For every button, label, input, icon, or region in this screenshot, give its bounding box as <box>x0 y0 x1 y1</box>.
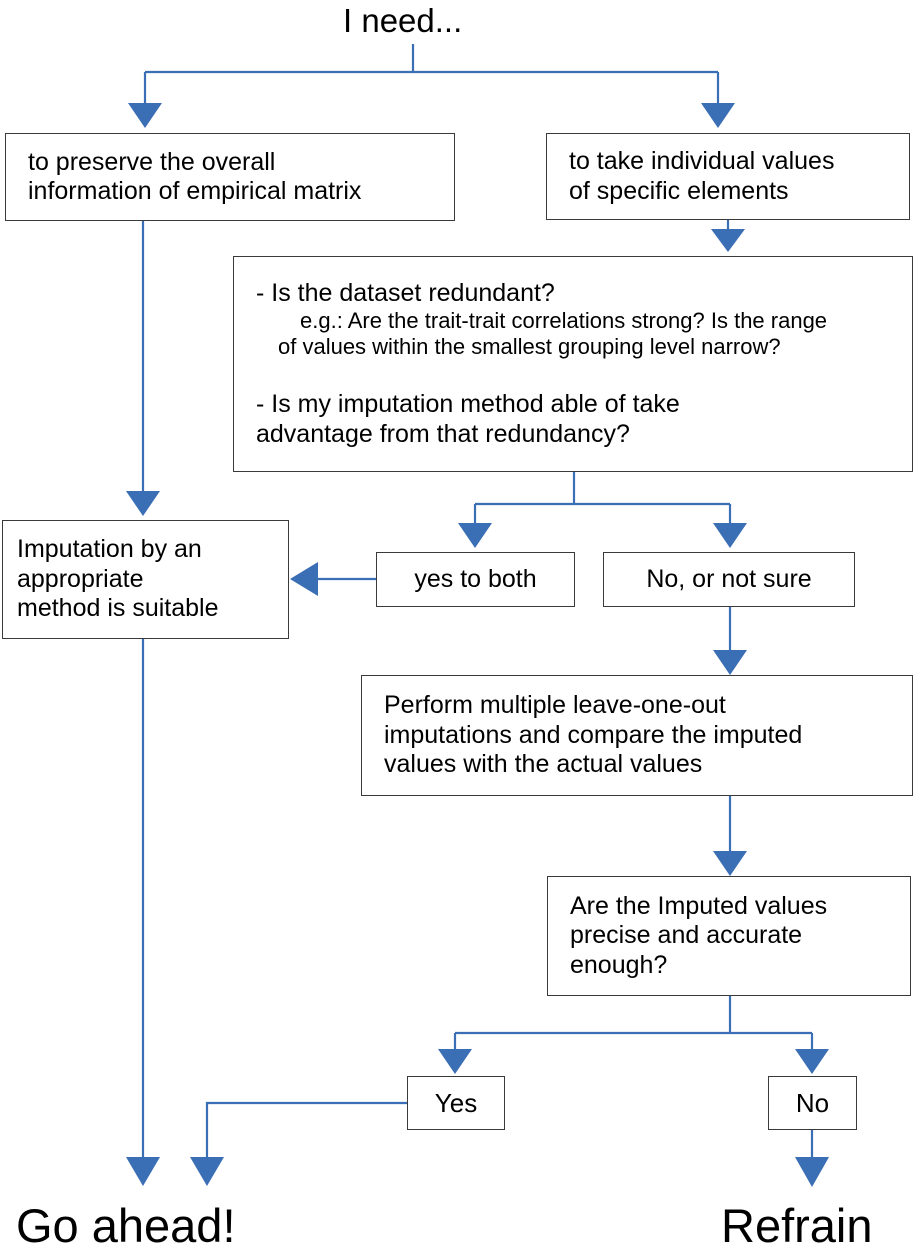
arrowhead-imputation-right <box>290 562 318 596</box>
node-no-or-not-sure[interactable]: No, or not sure <box>603 552 855 607</box>
node-take-individual-values[interactable]: to take individual values of specific el… <box>546 133 910 220</box>
arrowhead-notsure <box>713 523 747 548</box>
arrowhead-perform <box>713 650 747 675</box>
arrowhead-root-left <box>128 103 162 128</box>
node-perform-line-1: Perform multiple leave-one-out <box>384 691 726 720</box>
node-imputation-line-1: Imputation by an <box>17 535 202 564</box>
question-method-able-line-1: - Is my imputation method able of take <box>256 390 680 419</box>
node-no[interactable]: No <box>768 1076 857 1130</box>
node-preserve-line-2: information of empirical matrix <box>28 177 362 205</box>
question-example-line-2: of values within the smallest grouping l… <box>278 334 781 360</box>
node-yes-to-both-label: yes to both <box>414 564 537 593</box>
node-yes[interactable]: Yes <box>407 1076 505 1130</box>
arrowhead-yesboth <box>458 523 492 548</box>
arrowhead-precise <box>713 851 747 876</box>
node-perform-leave-one-out[interactable]: Perform multiple leave-one-out imputatio… <box>361 675 913 796</box>
node-yes-label: Yes <box>434 1087 478 1118</box>
question-dataset-redundant: - Is the dataset redundant? <box>256 278 555 307</box>
arrowhead-no <box>795 1049 829 1074</box>
page-title: I need... <box>343 2 463 39</box>
node-no-or-not-sure-label: No, or not sure <box>646 564 812 593</box>
arrowhead-questions <box>711 229 745 252</box>
edge-yes-goahead <box>205 1101 407 1158</box>
arrowhead-yes <box>438 1049 472 1074</box>
question-example-line-1: e.g.: Are the trait-trait correlations s… <box>300 308 828 334</box>
node-precise-line-2: precise and accurate <box>570 921 803 950</box>
node-imputation-suitable[interactable]: Imputation by an appropriate method is s… <box>2 520 289 639</box>
node-individual-line-2: of specific elements <box>569 176 789 205</box>
arrowhead-goahead-left <box>126 1157 160 1186</box>
node-yes-to-both[interactable]: yes to both <box>376 552 575 607</box>
question-method-able-line-2: advantage from that redundancy? <box>256 419 630 448</box>
node-preserve-line-1: to preserve the overall <box>28 147 276 176</box>
arrowhead-root-right <box>701 103 735 128</box>
node-precise-line-1: Are the Imputed values <box>570 891 828 920</box>
arrowhead-goahead-right <box>190 1157 224 1186</box>
node-perform-line-2: imputations and compare the imputed <box>384 720 803 749</box>
arrowhead-imputation-top <box>126 491 160 516</box>
arrowhead-refrain <box>795 1157 829 1187</box>
outcome-go-ahead: Go ahead! <box>16 1199 236 1252</box>
node-preserve-overall-information[interactable]: to preserve the overall information of e… <box>5 133 455 221</box>
node-redundancy-questions[interactable]: - Is the dataset redundant? e.g.: Are th… <box>233 256 913 472</box>
node-precise-line-3: enough? <box>570 950 668 979</box>
node-are-imputed-values-precise[interactable]: Are the Imputed values precise and accur… <box>547 876 911 996</box>
question-spacer <box>256 360 912 390</box>
node-perform-line-3: values with the actual values <box>384 750 703 779</box>
node-imputation-line-2: appropriate <box>17 564 144 593</box>
node-individual-line-1: to take individual values <box>569 147 835 175</box>
node-no-label: No <box>795 1087 830 1118</box>
outcome-refrain: Refrain <box>721 1199 873 1252</box>
node-imputation-line-3: method is suitable <box>17 594 219 623</box>
